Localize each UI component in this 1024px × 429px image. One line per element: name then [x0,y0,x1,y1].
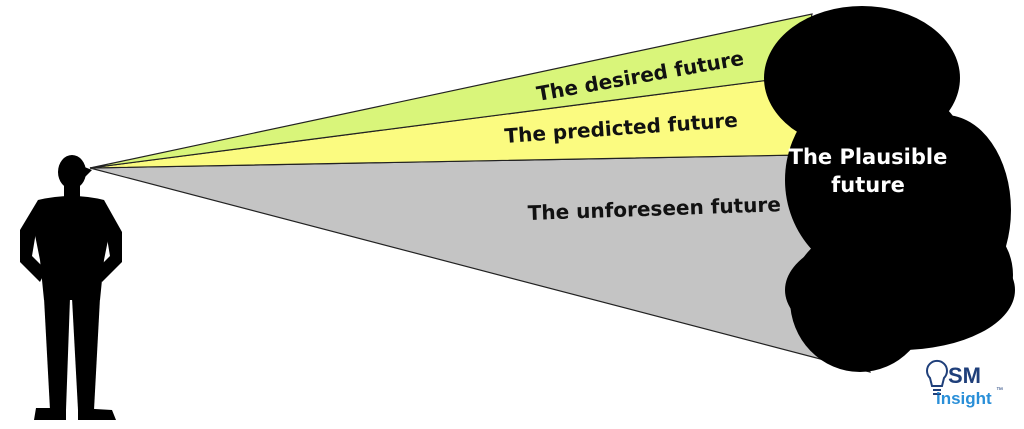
logo-insight-text: insight [936,389,992,408]
logo-sm-text: SM [948,363,981,388]
person-silhouette [20,155,122,420]
label-plausible-line2: future [831,173,905,197]
label-plausible-line1: The Plausible [789,145,948,169]
logo-tm: ™ [996,387,1003,394]
band-unforeseen [89,154,871,373]
plausible-future-cloud [764,6,1015,372]
sm-insight-logo: SM insight ™ [926,359,1003,408]
lightbulb-icon [926,359,948,395]
